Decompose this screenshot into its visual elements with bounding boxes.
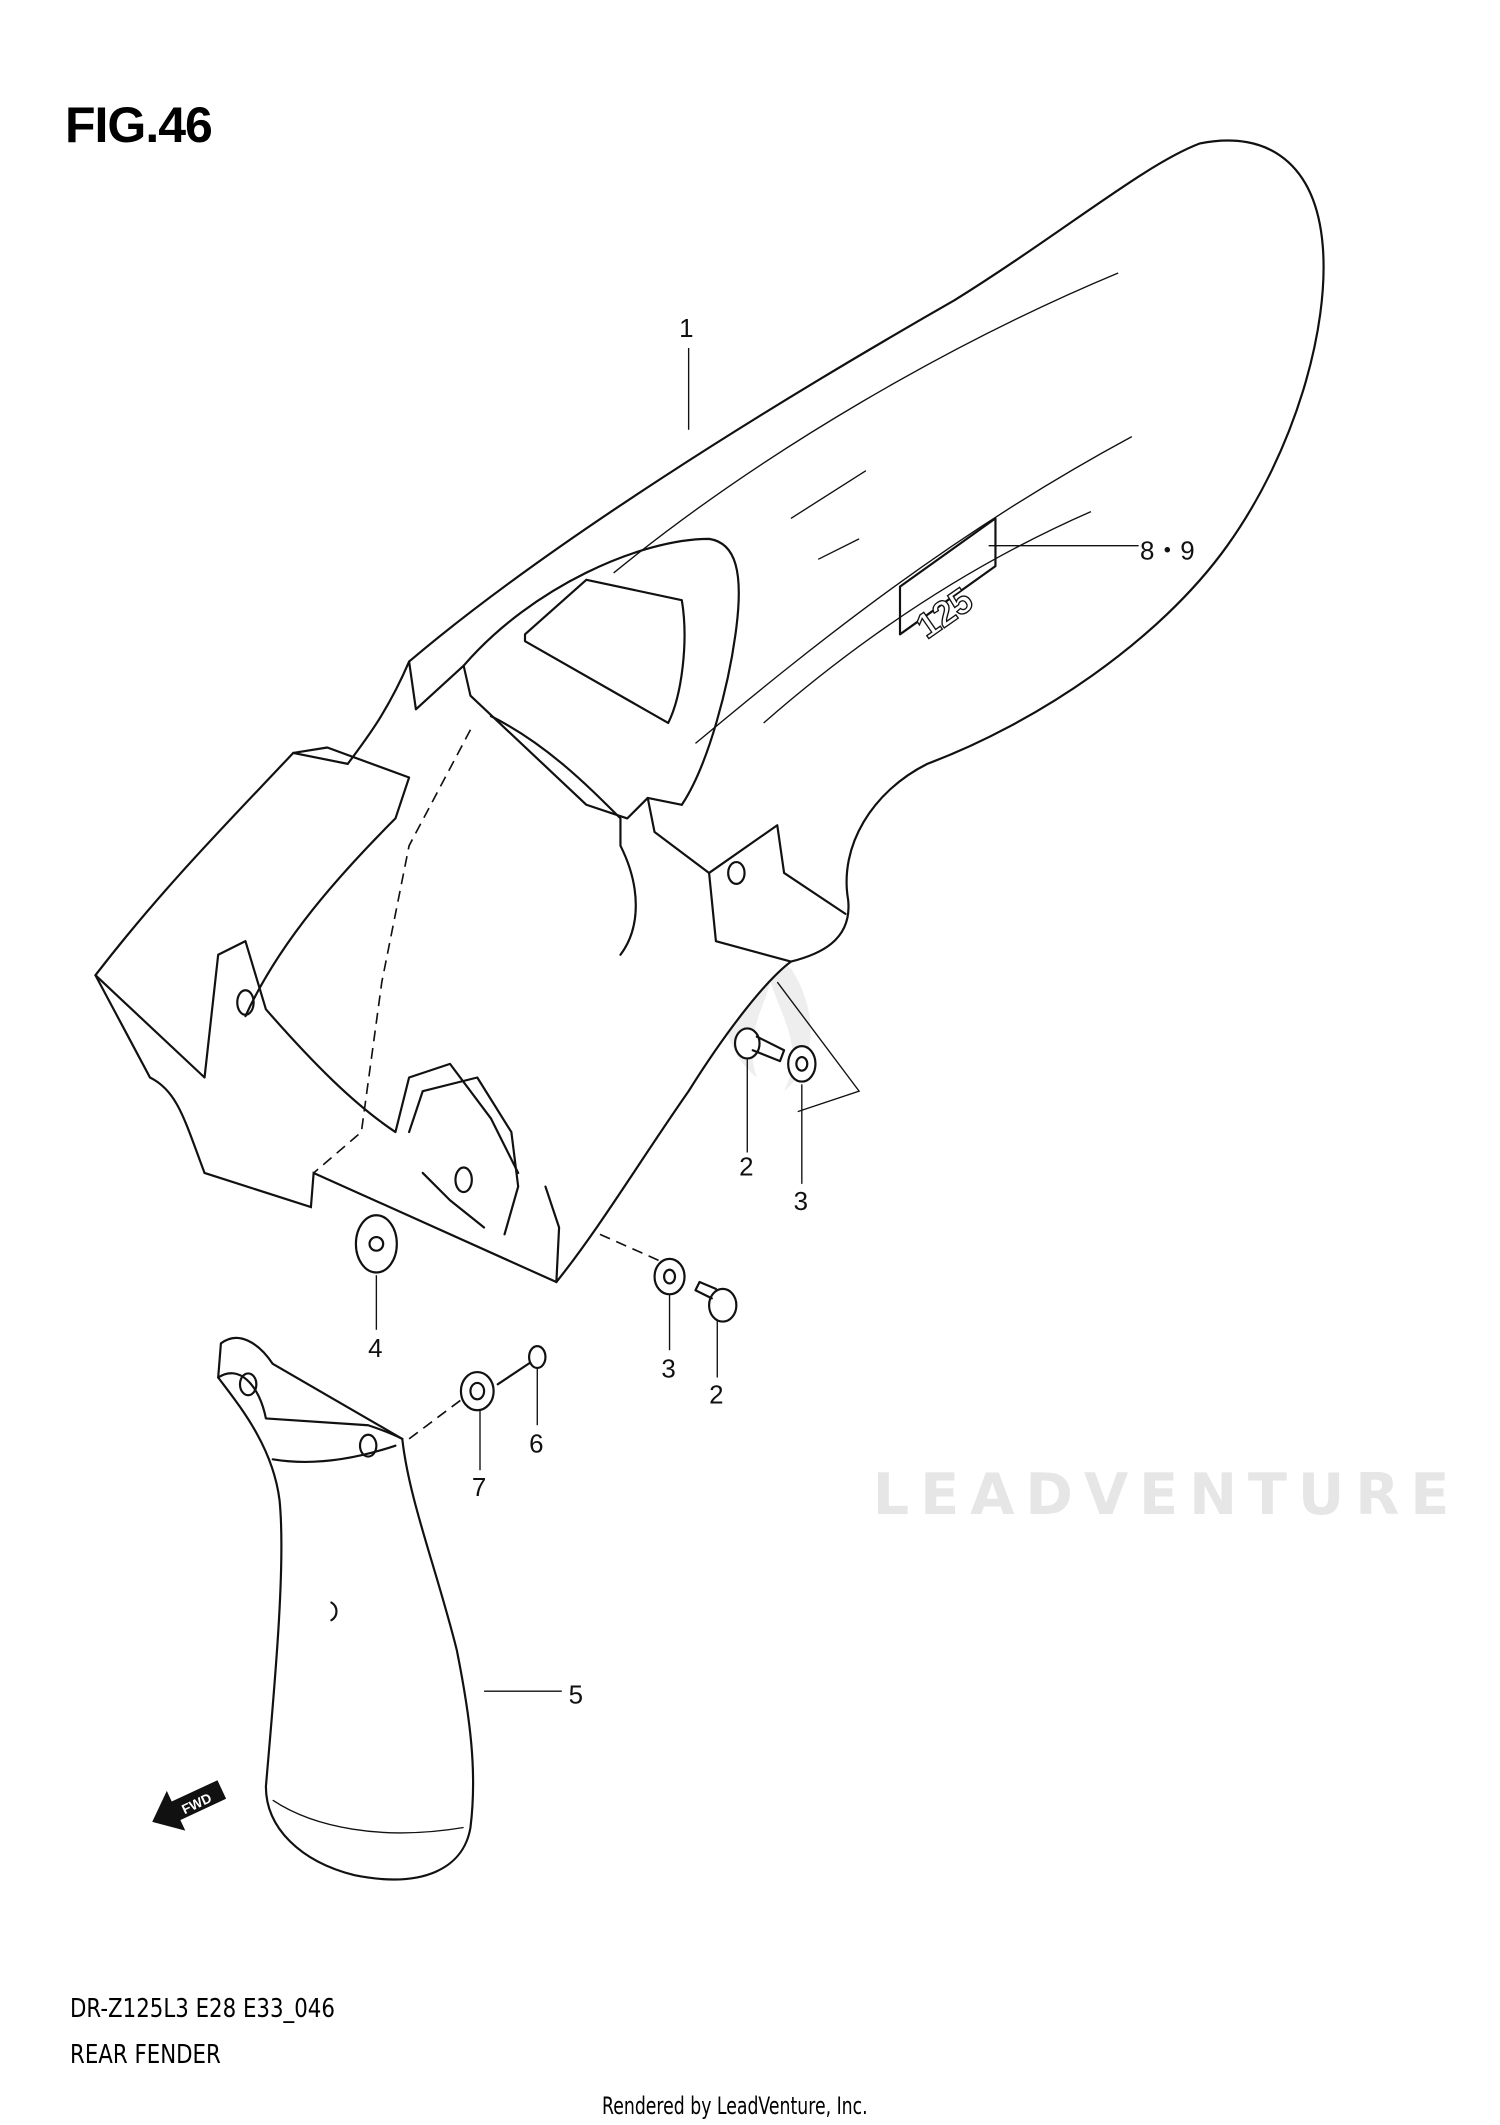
assembly-name: REAR FENDER (70, 2040, 221, 2070)
callout-labels: 1 8・9 2 3 4 3 2 6 7 5 (368, 315, 1195, 1709)
figure-title: FIG.46 (65, 97, 213, 153)
fwd-label: FWD (179, 1790, 214, 1817)
leader-lines (375, 347, 1139, 1692)
fwd-direction-arrow-icon: FWD (152, 1780, 227, 1831)
part-3-washer-lower[interactable] (653, 1257, 686, 1296)
part-2-bolt-lower[interactable] (694, 1280, 738, 1323)
part-7-washer[interactable] (459, 1370, 495, 1412)
callout-1: 1 (679, 315, 693, 343)
callout-7: 7 (472, 1474, 486, 1502)
callout-6: 6 (529, 1431, 543, 1459)
part-1-rear-fender[interactable]: 125 (94, 139, 1325, 1284)
watermark-text: LEADVENTURE (873, 1461, 1461, 1528)
model-code: DR-Z125L3 E28 E33_046 (70, 1994, 335, 2024)
callout-3-lower: 3 (661, 1356, 675, 1384)
part-2-bolt-upper[interactable] (733, 1027, 786, 1063)
callout-3-upper: 3 (794, 1188, 808, 1216)
part-4-grommet[interactable] (354, 1214, 398, 1274)
render-credit: Rendered by LeadVenture, Inc. (602, 2092, 868, 2120)
callout-5: 5 (569, 1681, 583, 1709)
leadventure-watermark: LEADVENTURE (723, 941, 1461, 1528)
callout-4: 4 (368, 1335, 382, 1363)
part-6-screw[interactable] (496, 1345, 547, 1386)
part-3-washer-upper[interactable] (787, 1045, 817, 1083)
callout-2-upper: 2 (739, 1154, 753, 1182)
part-5-mud-flap[interactable] (217, 1337, 475, 1881)
callout-8-9: 8・9 (1140, 537, 1195, 565)
callout-2-lower: 2 (709, 1381, 723, 1409)
